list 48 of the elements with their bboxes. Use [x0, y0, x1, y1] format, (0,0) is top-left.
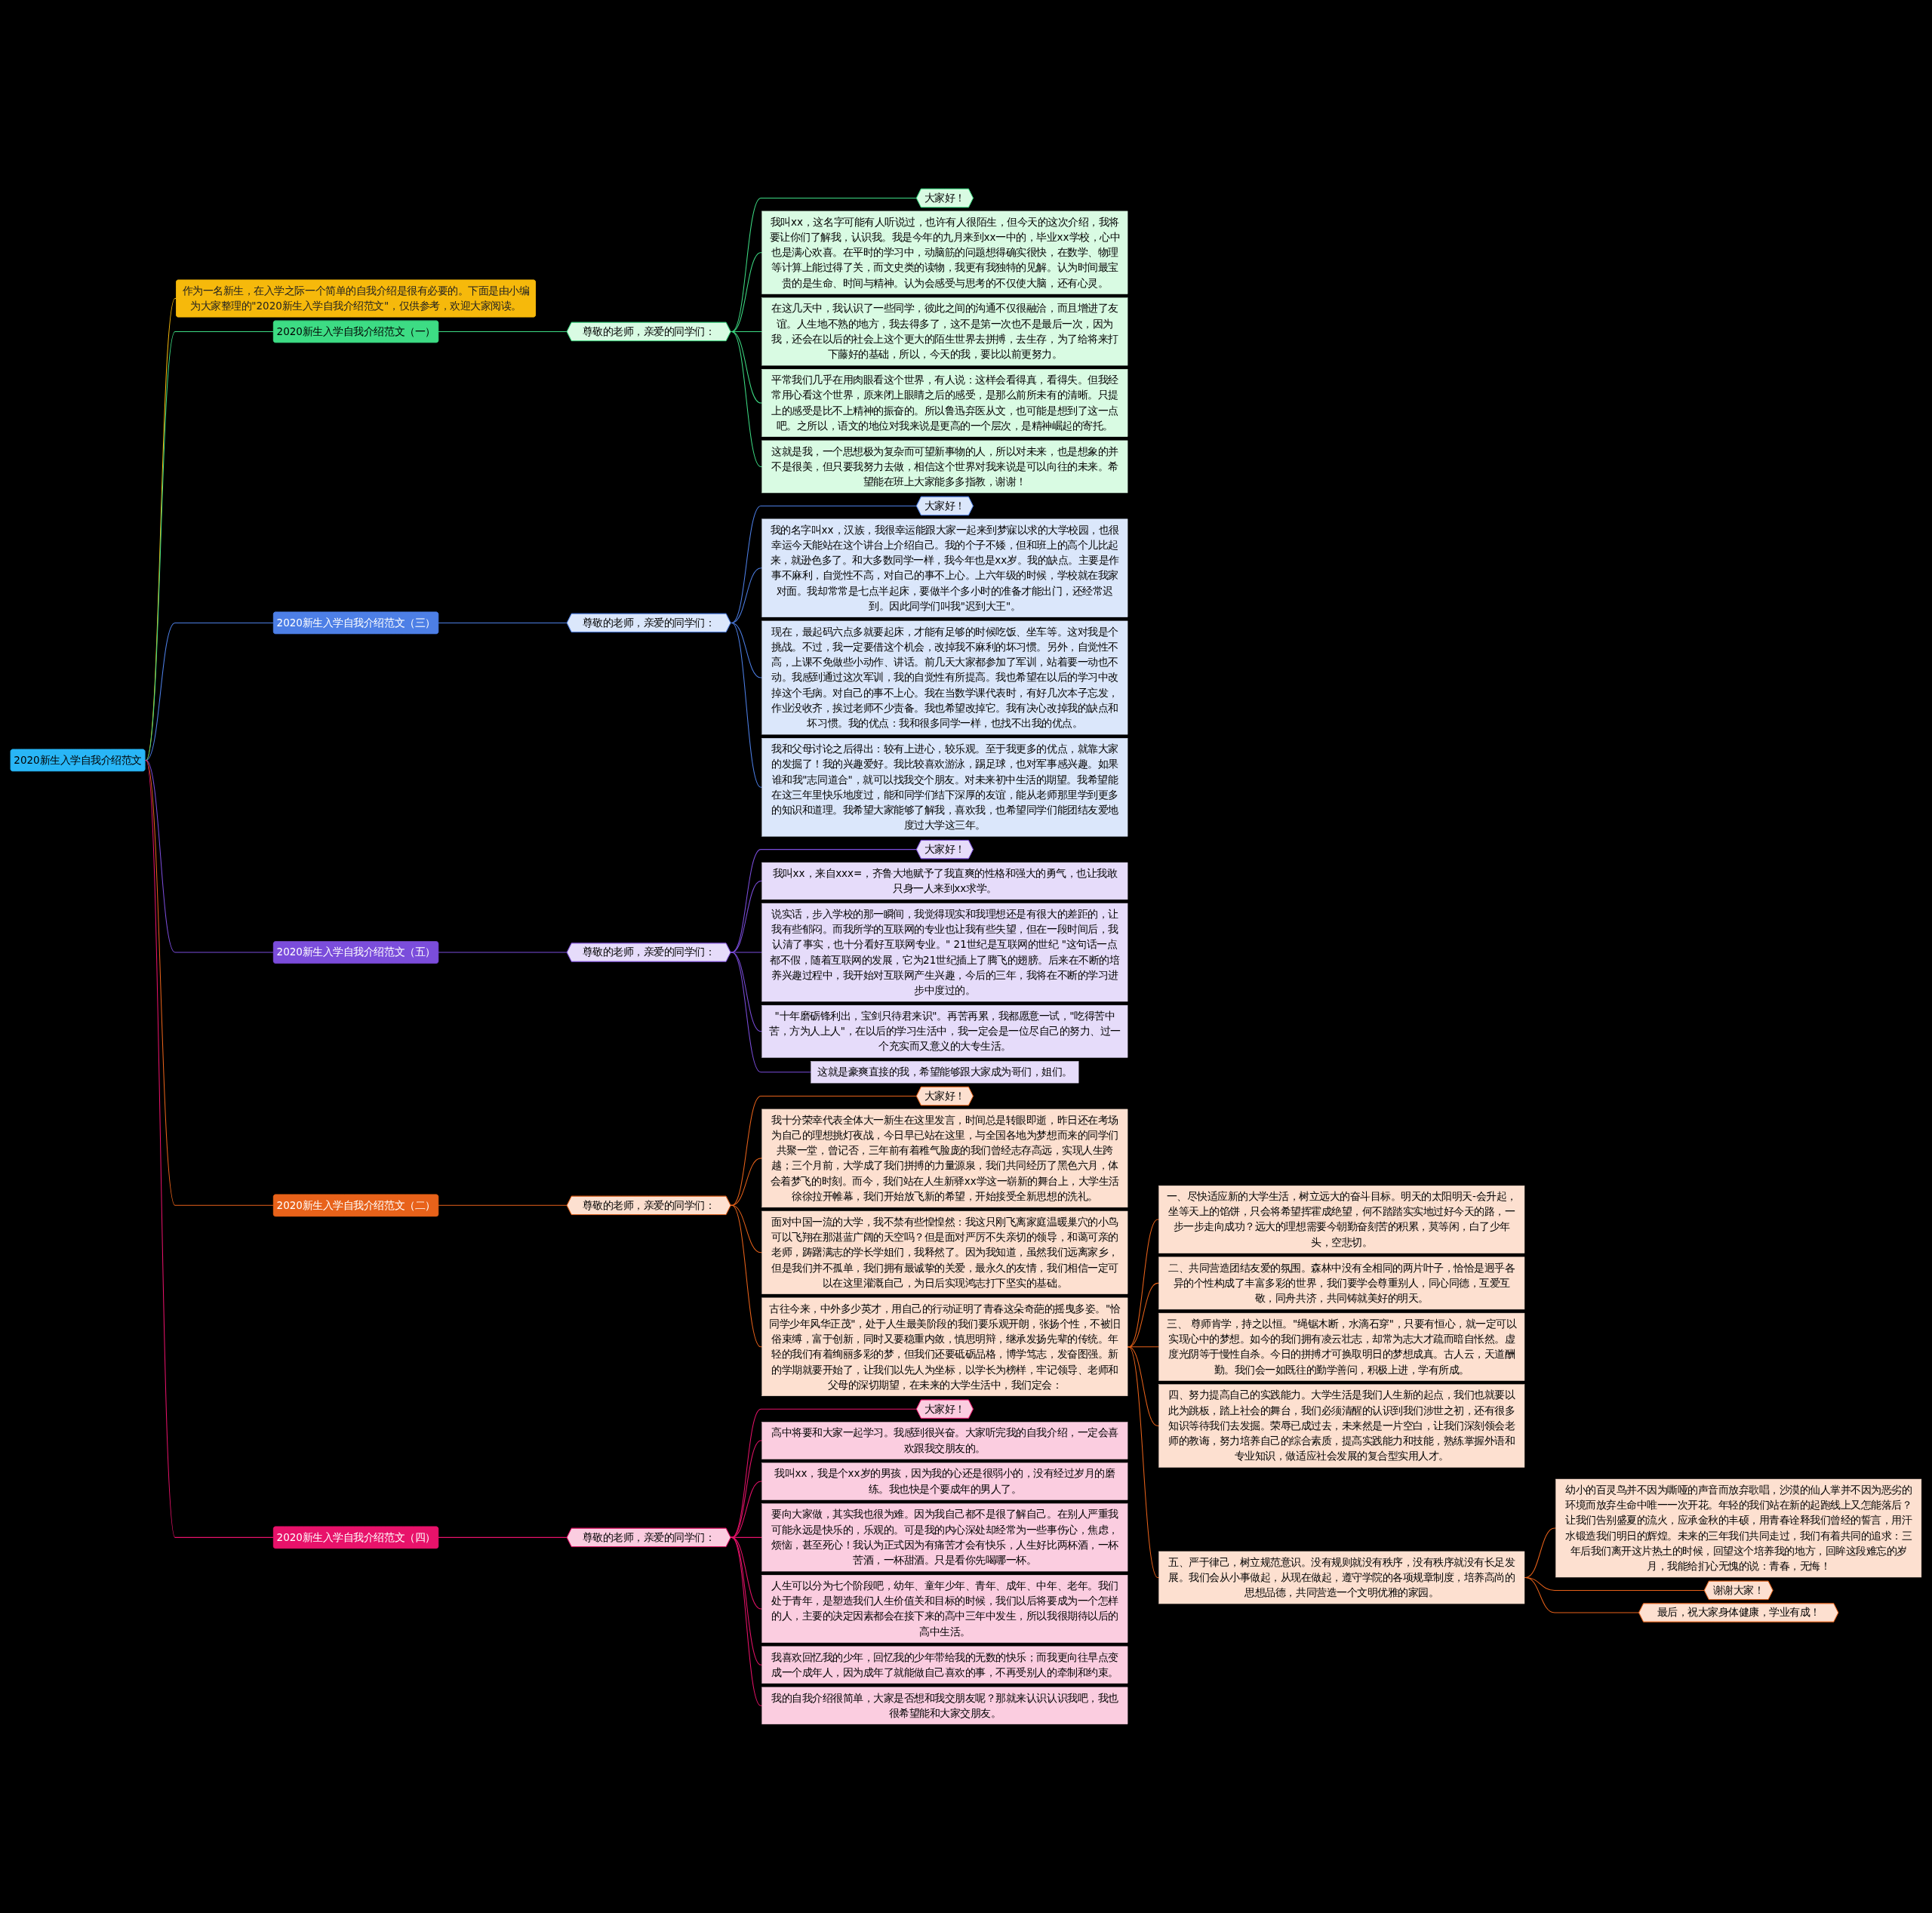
node-box	[761, 1646, 1128, 1684]
connector	[438, 622, 568, 623]
node-box	[761, 440, 1128, 494]
node-box	[761, 1210, 1128, 1294]
connector	[1127, 1346, 1160, 1579]
node-box	[1555, 1478, 1922, 1578]
node-box	[761, 297, 1128, 366]
connector	[438, 952, 568, 953]
node-box	[761, 1687, 1128, 1724]
connector	[1524, 1577, 1640, 1613]
node-box	[761, 903, 1128, 1002]
node-box	[1158, 1256, 1525, 1310]
connector	[730, 849, 917, 953]
node-box	[761, 1462, 1128, 1500]
node-box	[761, 862, 1128, 900]
node-box	[761, 1109, 1128, 1208]
connector	[730, 952, 763, 953]
node-box	[761, 1575, 1128, 1643]
node-box	[1158, 1312, 1525, 1381]
node-box	[811, 1061, 1079, 1084]
connector	[730, 1096, 917, 1206]
node-box	[761, 738, 1128, 837]
connector	[730, 1204, 763, 1348]
connector	[730, 880, 763, 953]
connector	[730, 622, 763, 788]
connector	[730, 1536, 763, 1706]
connector	[144, 759, 274, 1206]
connector	[438, 1204, 568, 1206]
node-box	[761, 369, 1128, 437]
connector	[1127, 1346, 1160, 1427]
node-box	[761, 211, 1128, 294]
connector	[144, 759, 274, 1538]
connector	[438, 331, 568, 332]
connector	[730, 952, 812, 1073]
node-box	[761, 518, 1128, 617]
connector	[144, 331, 274, 761]
node-box	[761, 1503, 1128, 1572]
connector	[144, 622, 274, 761]
connector	[438, 1536, 568, 1538]
connector	[730, 952, 763, 1032]
node-box	[1158, 1551, 1525, 1604]
node-box	[1158, 1186, 1525, 1253]
node-box	[761, 1422, 1128, 1459]
connector	[730, 331, 763, 467]
node-box	[761, 620, 1128, 735]
node-box	[1158, 1384, 1525, 1468]
node-box	[761, 1004, 1128, 1058]
node-box	[761, 1297, 1128, 1397]
